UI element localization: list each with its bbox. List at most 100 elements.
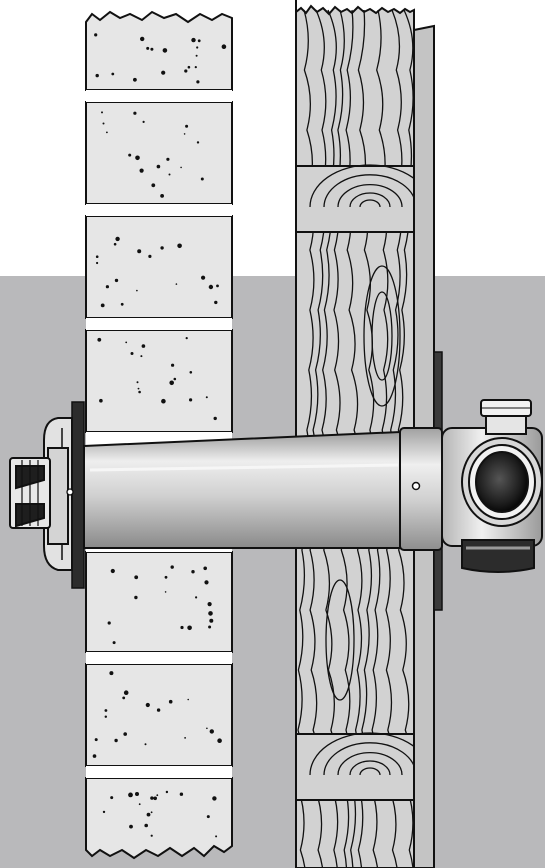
wood-knot	[325, 579, 355, 701]
brick-speckle	[213, 416, 217, 421]
brick	[85, 551, 233, 653]
brick-speckle	[195, 54, 198, 57]
brick-speckle	[200, 177, 204, 181]
brick-speckle	[175, 283, 178, 285]
brick-speckle	[150, 811, 153, 814]
brick-speckle	[133, 111, 137, 115]
brick-speckle	[109, 671, 114, 676]
terminal-screw	[66, 488, 74, 496]
brick-speckle	[135, 155, 140, 161]
brick-speckle	[162, 48, 168, 53]
brick	[85, 663, 233, 767]
brick-speckle	[196, 141, 200, 144]
brick-speckle	[189, 398, 193, 402]
brick-speckle	[94, 33, 98, 37]
brick-speckle	[140, 36, 145, 42]
brick-speckle	[135, 792, 139, 796]
brick-speckle	[206, 727, 208, 730]
sky-background	[0, 0, 545, 276]
brick-speckle	[156, 794, 159, 797]
brick-speckle	[106, 131, 108, 134]
wood-knot	[363, 265, 401, 407]
brick-speckle	[140, 355, 143, 358]
brick-speckle	[168, 173, 171, 176]
brick-speckle	[180, 166, 182, 169]
brick-speckle	[179, 792, 184, 796]
mortar-joint	[86, 652, 232, 664]
brick-speckle	[204, 580, 209, 585]
brick-speckle	[208, 284, 214, 290]
brick-speckle	[166, 157, 170, 161]
brick-speckle	[164, 575, 168, 579]
brick-speckle	[146, 46, 150, 50]
brick-speckle	[187, 65, 191, 69]
brick-speckle	[95, 73, 99, 78]
growth-ring	[323, 174, 417, 208]
brick-speckle	[129, 824, 133, 829]
wood-knot	[371, 291, 393, 381]
brick-speckle	[185, 337, 188, 340]
brick-speckle	[128, 792, 133, 798]
brick-speckle	[184, 69, 188, 73]
brick-speckle	[183, 133, 186, 135]
sleeve-screw	[411, 481, 421, 491]
wall-terminal-grille-icon	[9, 417, 74, 571]
growth-ring	[349, 760, 391, 776]
brick-speckle	[187, 698, 189, 701]
brick-speckle	[164, 591, 167, 593]
brick-speckle	[173, 377, 177, 381]
brick-speckle	[169, 380, 174, 386]
elbow-bottom-collar	[461, 539, 535, 573]
brick-speckle	[160, 194, 165, 198]
brick-speckle	[215, 835, 218, 838]
brick-speckle	[195, 596, 198, 599]
brick-speckle	[114, 278, 119, 283]
brick-speckle	[217, 738, 222, 743]
brick-speckle	[104, 709, 108, 712]
brick-speckle	[191, 37, 196, 43]
brick-speckle	[206, 815, 210, 819]
brick-speckle	[113, 242, 117, 246]
brick-speckle	[214, 300, 218, 305]
brick-speckle	[99, 398, 103, 403]
brick-speckle	[216, 284, 219, 288]
brick-speckle	[134, 595, 138, 600]
brick-speckle	[120, 302, 124, 306]
brick-speckle	[194, 66, 197, 69]
growth-ring	[359, 767, 381, 776]
brick-speckle	[101, 111, 103, 114]
elbow-port-opening	[475, 451, 529, 513]
pipe-sleeve	[399, 427, 443, 551]
brick-speckle	[137, 387, 140, 390]
mortar-joint	[86, 318, 232, 330]
brick-speckle	[191, 570, 195, 574]
brick-speckle	[115, 236, 120, 242]
brick-speckle	[146, 812, 151, 817]
brick-speckle	[97, 337, 102, 342]
timber-noggins	[295, 164, 431, 801]
growth-ring	[337, 183, 403, 208]
brick-speckle	[201, 275, 206, 280]
brick-speckle	[197, 39, 201, 43]
brick-speckle	[139, 168, 144, 173]
brick-speckle	[150, 796, 154, 800]
brick-speckle	[136, 381, 139, 384]
brick-speckle	[205, 396, 208, 399]
brick-speckle	[212, 796, 217, 801]
brick-speckle	[125, 341, 128, 344]
brick-speckle	[160, 246, 164, 250]
brick-speckle	[184, 737, 187, 739]
brick-speckle	[196, 46, 199, 49]
brick-speckle	[141, 344, 146, 348]
brick-speckle	[123, 732, 127, 736]
brick-speckle	[111, 72, 115, 76]
brick-speckle	[161, 70, 166, 75]
brick	[85, 329, 233, 433]
brick-speckle	[151, 183, 156, 188]
brick-speckle	[208, 611, 213, 616]
brick-speckle	[96, 261, 99, 265]
brick-wall	[85, 10, 233, 860]
growth-ring	[337, 751, 403, 776]
flue-pipe	[83, 430, 401, 549]
